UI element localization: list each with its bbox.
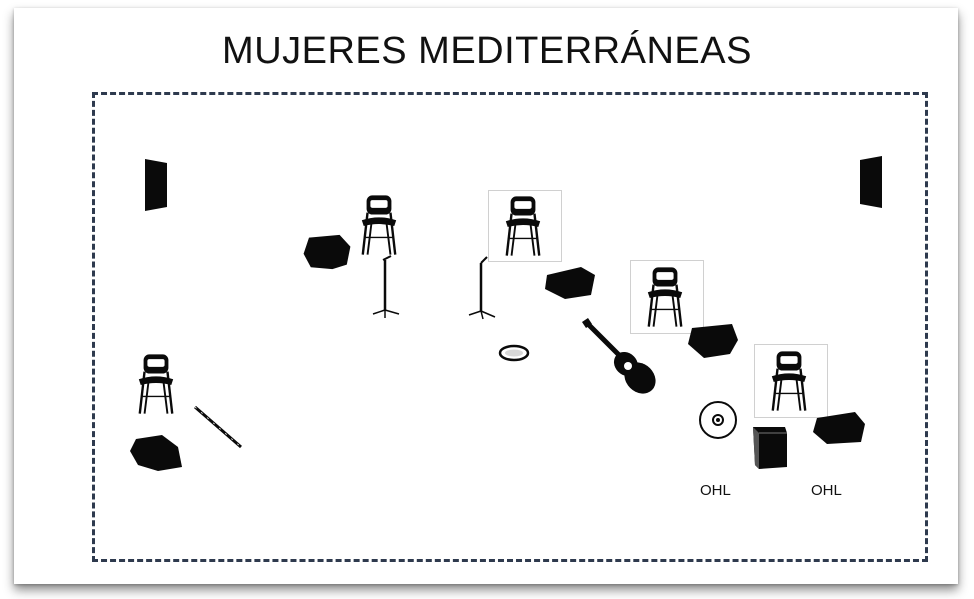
mic-stand-1 xyxy=(369,252,403,320)
mic-stand-2 xyxy=(467,255,501,321)
flute-icon xyxy=(193,405,245,449)
stage-area-border xyxy=(92,92,928,562)
ohl-label-right: OHL xyxy=(811,482,842,499)
stage-plot-card xyxy=(14,8,958,584)
tambourine-icon xyxy=(497,343,531,363)
chair-5 xyxy=(135,352,177,416)
side-speaker-left xyxy=(143,157,171,213)
side-speaker-right xyxy=(856,154,884,210)
floor-monitor-4 xyxy=(811,410,867,446)
floor-monitor-1 xyxy=(300,234,354,270)
overhead-mic-icon xyxy=(698,400,738,440)
cajon-icon xyxy=(751,425,789,471)
floor-monitor-2 xyxy=(543,265,597,301)
chair-2 xyxy=(502,194,544,258)
floor-monitor-3 xyxy=(686,322,740,360)
chair-1 xyxy=(358,193,400,257)
floor-monitor-5 xyxy=(128,433,184,473)
chair-4 xyxy=(768,349,810,413)
page-title: MUJERES MEDITERRÁNEAS xyxy=(222,30,752,72)
ohl-label-left: OHL xyxy=(700,482,731,499)
guitar-icon xyxy=(576,318,660,398)
